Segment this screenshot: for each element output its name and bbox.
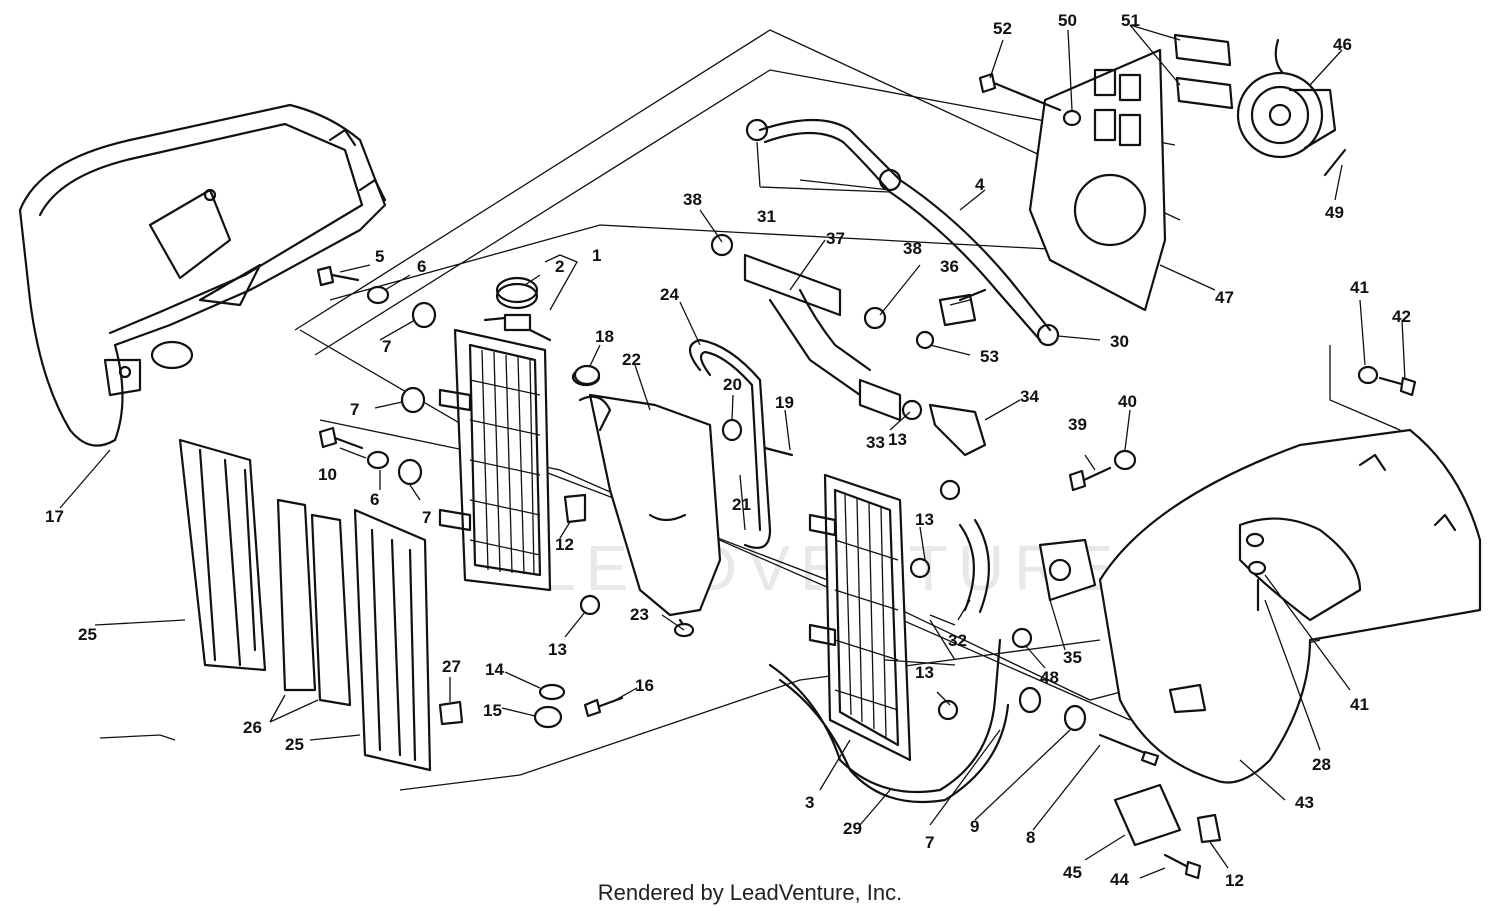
thermostat-housing[interactable] xyxy=(928,403,987,457)
callout-9: 9 xyxy=(970,817,979,836)
callout-13c: 13 xyxy=(915,663,934,682)
spacer[interactable] xyxy=(1063,704,1087,732)
lower-coolant-hose[interactable] xyxy=(768,638,1010,804)
left-louvre-grille[interactable] xyxy=(178,438,267,672)
right-radiator[interactable] xyxy=(808,473,912,762)
callout-30: 30 xyxy=(1110,332,1129,351)
overflow-hose[interactable] xyxy=(688,338,772,549)
leader-lines xyxy=(59,24,1406,879)
callout-5: 5 xyxy=(375,247,384,266)
callout-21: 21 xyxy=(732,495,751,514)
callout-18: 18 xyxy=(595,327,614,346)
callout-42: 42 xyxy=(1392,307,1411,326)
callout-1: 1 xyxy=(592,246,601,265)
callout-2: 2 xyxy=(555,257,564,276)
callout-52: 52 xyxy=(993,19,1012,38)
callout-49: 49 xyxy=(1325,203,1344,222)
fan-cover-plate[interactable] xyxy=(1028,48,1167,312)
callout-38a: 38 xyxy=(683,190,702,209)
callout-13a: 13 xyxy=(548,640,567,659)
callout-7d: 7 xyxy=(925,833,934,852)
callout-16: 16 xyxy=(635,676,654,695)
right-louvre-grille[interactable] xyxy=(353,508,432,772)
callout-28: 28 xyxy=(1312,755,1331,774)
callout-32: 32 xyxy=(948,631,967,650)
callout-6b: 6 xyxy=(370,490,379,509)
callout-25b: 25 xyxy=(285,735,304,754)
hose-y-pipe[interactable] xyxy=(743,253,902,422)
callout-26: 26 xyxy=(243,718,262,737)
callout-47: 47 xyxy=(1215,288,1234,307)
callout-39: 39 xyxy=(1068,415,1087,434)
callout-14: 14 xyxy=(485,660,504,679)
right-radiator-shroud[interactable] xyxy=(1098,428,1482,784)
warning-labels[interactable] xyxy=(1173,33,1234,110)
callout-41a: 41 xyxy=(1350,278,1369,297)
footer-credit: Rendered by LeadVenture, Inc. xyxy=(598,880,903,905)
callout-36: 36 xyxy=(940,257,959,276)
callout-numbers: 1 2 3 4 5 6 6 7 7 7 7 7 8 9 10 12 12 13 … xyxy=(45,11,1411,890)
callout-4: 4 xyxy=(975,175,985,194)
callout-48: 48 xyxy=(1040,668,1059,687)
callout-44: 44 xyxy=(1110,870,1129,889)
left-radiator-shroud[interactable] xyxy=(18,103,387,447)
callout-8: 8 xyxy=(1026,828,1035,847)
callout-7c: 7 xyxy=(422,508,431,527)
callout-41b: 41 xyxy=(1350,695,1369,714)
cooling-fan[interactable] xyxy=(1236,38,1337,159)
callout-45: 45 xyxy=(1063,863,1082,882)
callout-20: 20 xyxy=(723,375,742,394)
callout-22: 22 xyxy=(622,350,641,369)
callout-35: 35 xyxy=(1063,648,1082,667)
callout-27: 27 xyxy=(442,657,461,676)
callout-53: 53 xyxy=(980,347,999,366)
callout-13d: 13 xyxy=(888,430,907,449)
left-radiator[interactable] xyxy=(438,328,552,592)
overflow-tank[interactable] xyxy=(571,367,722,637)
callout-10: 10 xyxy=(318,465,337,484)
callout-51: 51 xyxy=(1121,11,1140,30)
callout-40: 40 xyxy=(1118,392,1137,411)
callout-38b: 38 xyxy=(903,239,922,258)
upper-coolant-hose[interactable] xyxy=(758,118,1052,342)
callout-50: 50 xyxy=(1058,11,1077,30)
long-bolt[interactable] xyxy=(1098,733,1160,767)
bypass-hose[interactable] xyxy=(958,518,990,614)
temperature-sensor[interactable] xyxy=(938,288,987,327)
callout-23: 23 xyxy=(630,605,649,624)
callout-17: 17 xyxy=(45,507,64,526)
callout-7b: 7 xyxy=(350,400,359,419)
callout-43: 43 xyxy=(1295,793,1314,812)
callout-33: 33 xyxy=(866,433,885,452)
callout-29: 29 xyxy=(843,819,862,838)
callout-6a: 6 xyxy=(417,257,426,276)
callout-12a: 12 xyxy=(555,535,574,554)
hardware-fasteners[interactable] xyxy=(316,72,1417,880)
callout-15: 15 xyxy=(483,701,502,720)
callout-37: 37 xyxy=(826,229,845,248)
callout-46: 46 xyxy=(1333,35,1352,54)
mounting-bracket[interactable] xyxy=(1113,783,1182,847)
callout-3: 3 xyxy=(805,793,814,812)
callout-34: 34 xyxy=(1020,387,1039,406)
callout-24: 24 xyxy=(660,285,679,304)
callout-13b: 13 xyxy=(915,510,934,529)
callout-31: 31 xyxy=(757,207,776,226)
callout-7a: 7 xyxy=(382,337,391,356)
radiator-cap[interactable] xyxy=(483,276,552,342)
foam-filter-pads[interactable] xyxy=(276,498,352,707)
water-pump[interactable] xyxy=(1038,538,1097,602)
callout-25a: 25 xyxy=(78,625,97,644)
callout-19: 19 xyxy=(775,393,794,412)
callout-12b: 12 xyxy=(1225,871,1244,890)
